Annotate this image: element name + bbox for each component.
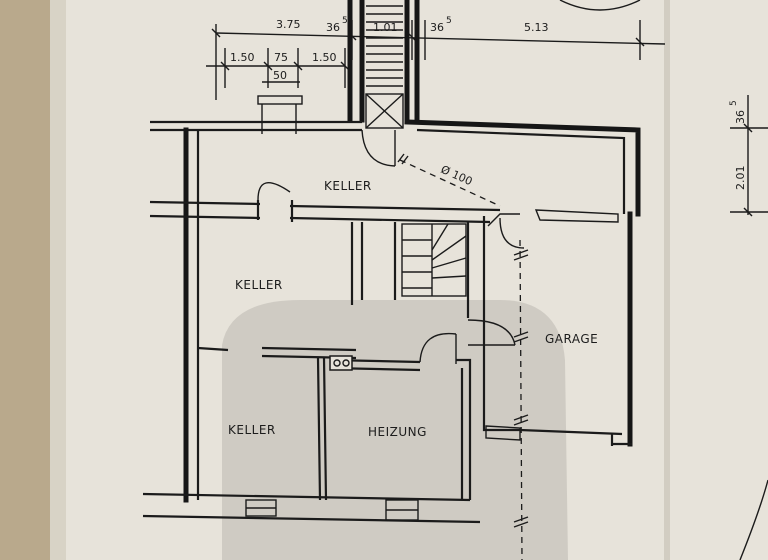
- dim-36-a: 36: [326, 21, 340, 34]
- dim-75: 75: [274, 51, 288, 64]
- paper-binding-edge: [50, 0, 70, 560]
- dim-50: 50: [273, 69, 287, 82]
- dim-2-01: 2.01: [734, 166, 747, 191]
- arc-top-right: [559, 0, 641, 11]
- dim-5-b: 5: [446, 16, 452, 26]
- dim-5-13: 5.13: [524, 21, 549, 34]
- dim-1-01: 1.01: [373, 21, 398, 34]
- garage-door-arc-top: [499, 217, 525, 249]
- exterior-walls: [142, 119, 641, 524]
- dim-5-c: 5: [729, 100, 739, 106]
- right-dimension-chain: [730, 95, 768, 217]
- boiler-unit: [329, 355, 353, 371]
- garage-door-arc-mid: [467, 319, 516, 346]
- window-top-left: [257, 95, 303, 134]
- dim-36-c: 36: [734, 110, 747, 124]
- dim-1-50-b: 1.50: [312, 51, 337, 64]
- dim-5-a: 5: [342, 16, 348, 26]
- inner-stair: [401, 223, 467, 297]
- photo-shadow: [222, 300, 568, 560]
- sewer-line-diagonal: [399, 159, 501, 207]
- dim-36-b: 36: [430, 21, 444, 34]
- second-dimension-chain: [206, 48, 350, 88]
- room-label-keller-top: KELLER: [324, 179, 372, 193]
- stair-shaft: [347, 0, 420, 167]
- dim-1-50-a: 1.50: [230, 51, 255, 64]
- room-label-garage: GARAGE: [545, 332, 598, 346]
- page-divider-shadow: [664, 0, 670, 560]
- dim-3-75: 3.75: [276, 18, 301, 31]
- sewer-line: [519, 239, 523, 560]
- room-label-heizung: HEIZUNG: [368, 425, 427, 439]
- room-label-keller-bottom: KELLER: [228, 423, 276, 437]
- pipe-markers: [397, 153, 529, 528]
- interior-walls: [149, 182, 633, 501]
- arc-right-bottom: [739, 479, 768, 560]
- window-bottom-mid: [385, 499, 419, 521]
- room-label-keller-left: KELLER: [235, 278, 283, 292]
- window-bottom-left: [245, 499, 277, 517]
